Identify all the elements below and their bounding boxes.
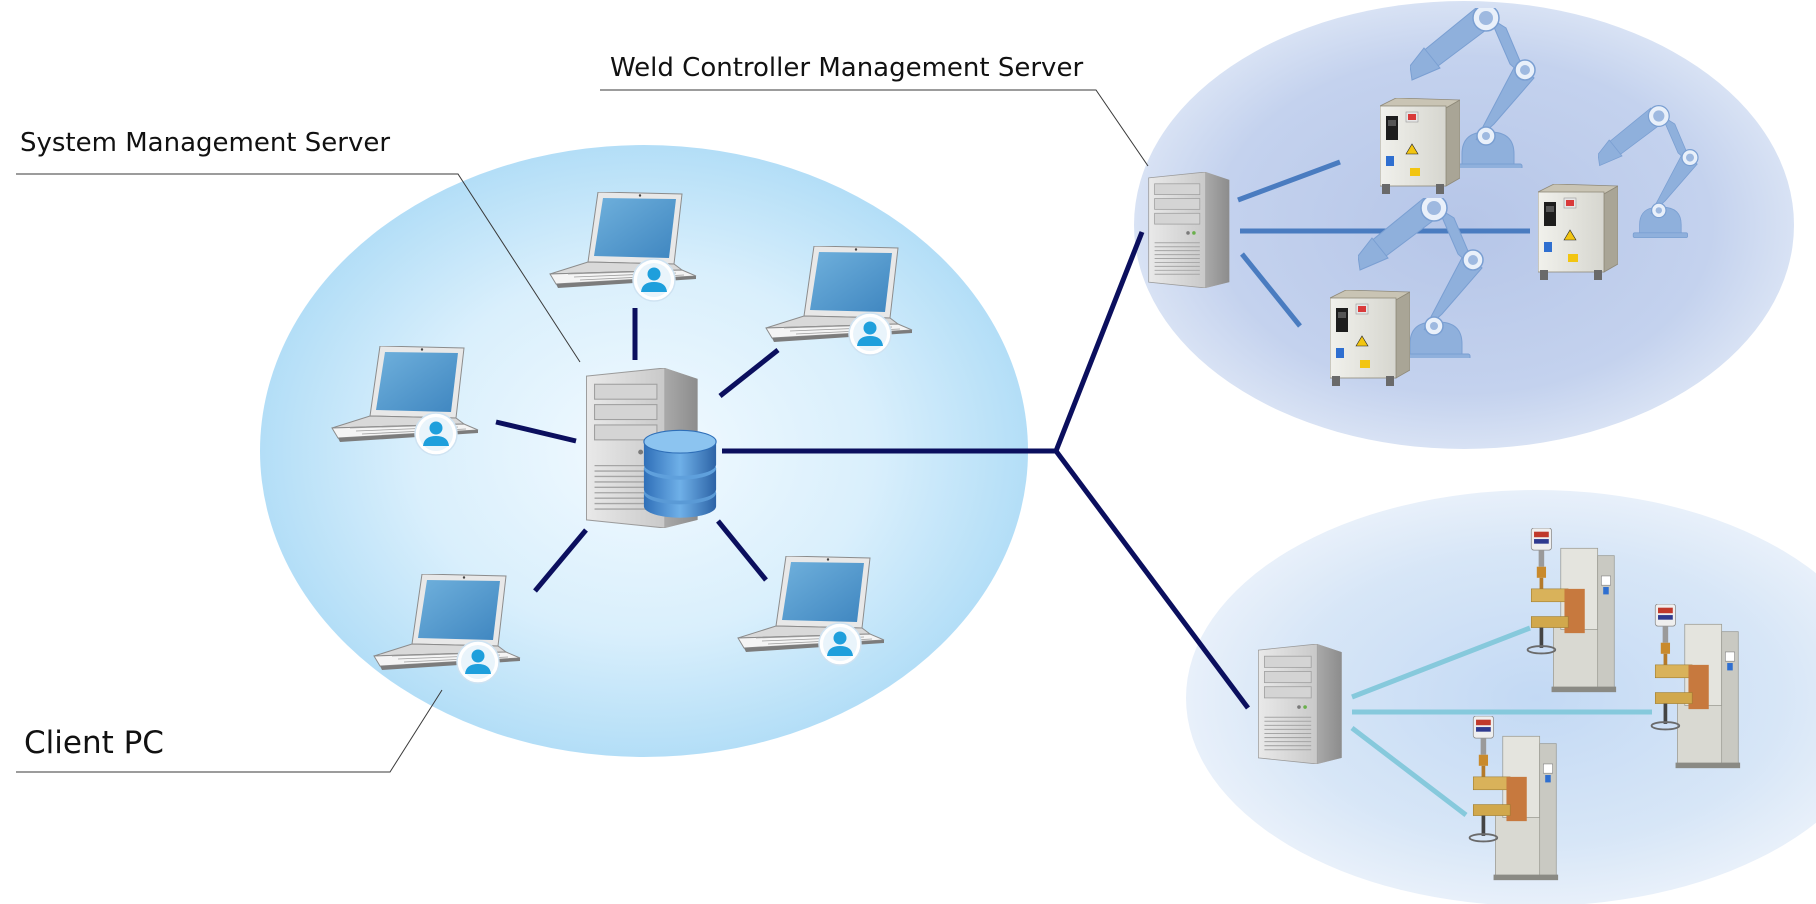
backbone-links bbox=[722, 231, 1251, 710]
welder-links bbox=[1350, 625, 1652, 817]
welder-cell-server[interactable] bbox=[1258, 644, 1342, 764]
welder-network-area bbox=[1186, 490, 1816, 904]
user-icon bbox=[414, 412, 458, 456]
user-icon bbox=[818, 622, 862, 666]
system-management-server[interactable] bbox=[586, 368, 717, 528]
client-pc-label: Client PC bbox=[24, 725, 164, 761]
weld-controller-icon bbox=[1380, 98, 1460, 194]
database-icon bbox=[643, 429, 717, 519]
client-links bbox=[495, 308, 780, 593]
callout-leaders bbox=[16, 89, 1149, 773]
weld-controller-icon bbox=[1538, 184, 1618, 280]
weld-controller-management-server[interactable] bbox=[1148, 172, 1230, 288]
robot-network-area bbox=[1134, 1, 1794, 449]
weld-controller-icon bbox=[1330, 290, 1410, 386]
server-tower-icon bbox=[1258, 644, 1342, 764]
user-icon bbox=[848, 312, 892, 356]
system-server-label: System Management Server bbox=[20, 128, 390, 158]
user-icon bbox=[456, 640, 500, 684]
server-tower-icon bbox=[1148, 172, 1230, 288]
user-icon bbox=[632, 258, 676, 302]
weld-server-label: Weld Controller Management Server bbox=[610, 53, 1083, 83]
